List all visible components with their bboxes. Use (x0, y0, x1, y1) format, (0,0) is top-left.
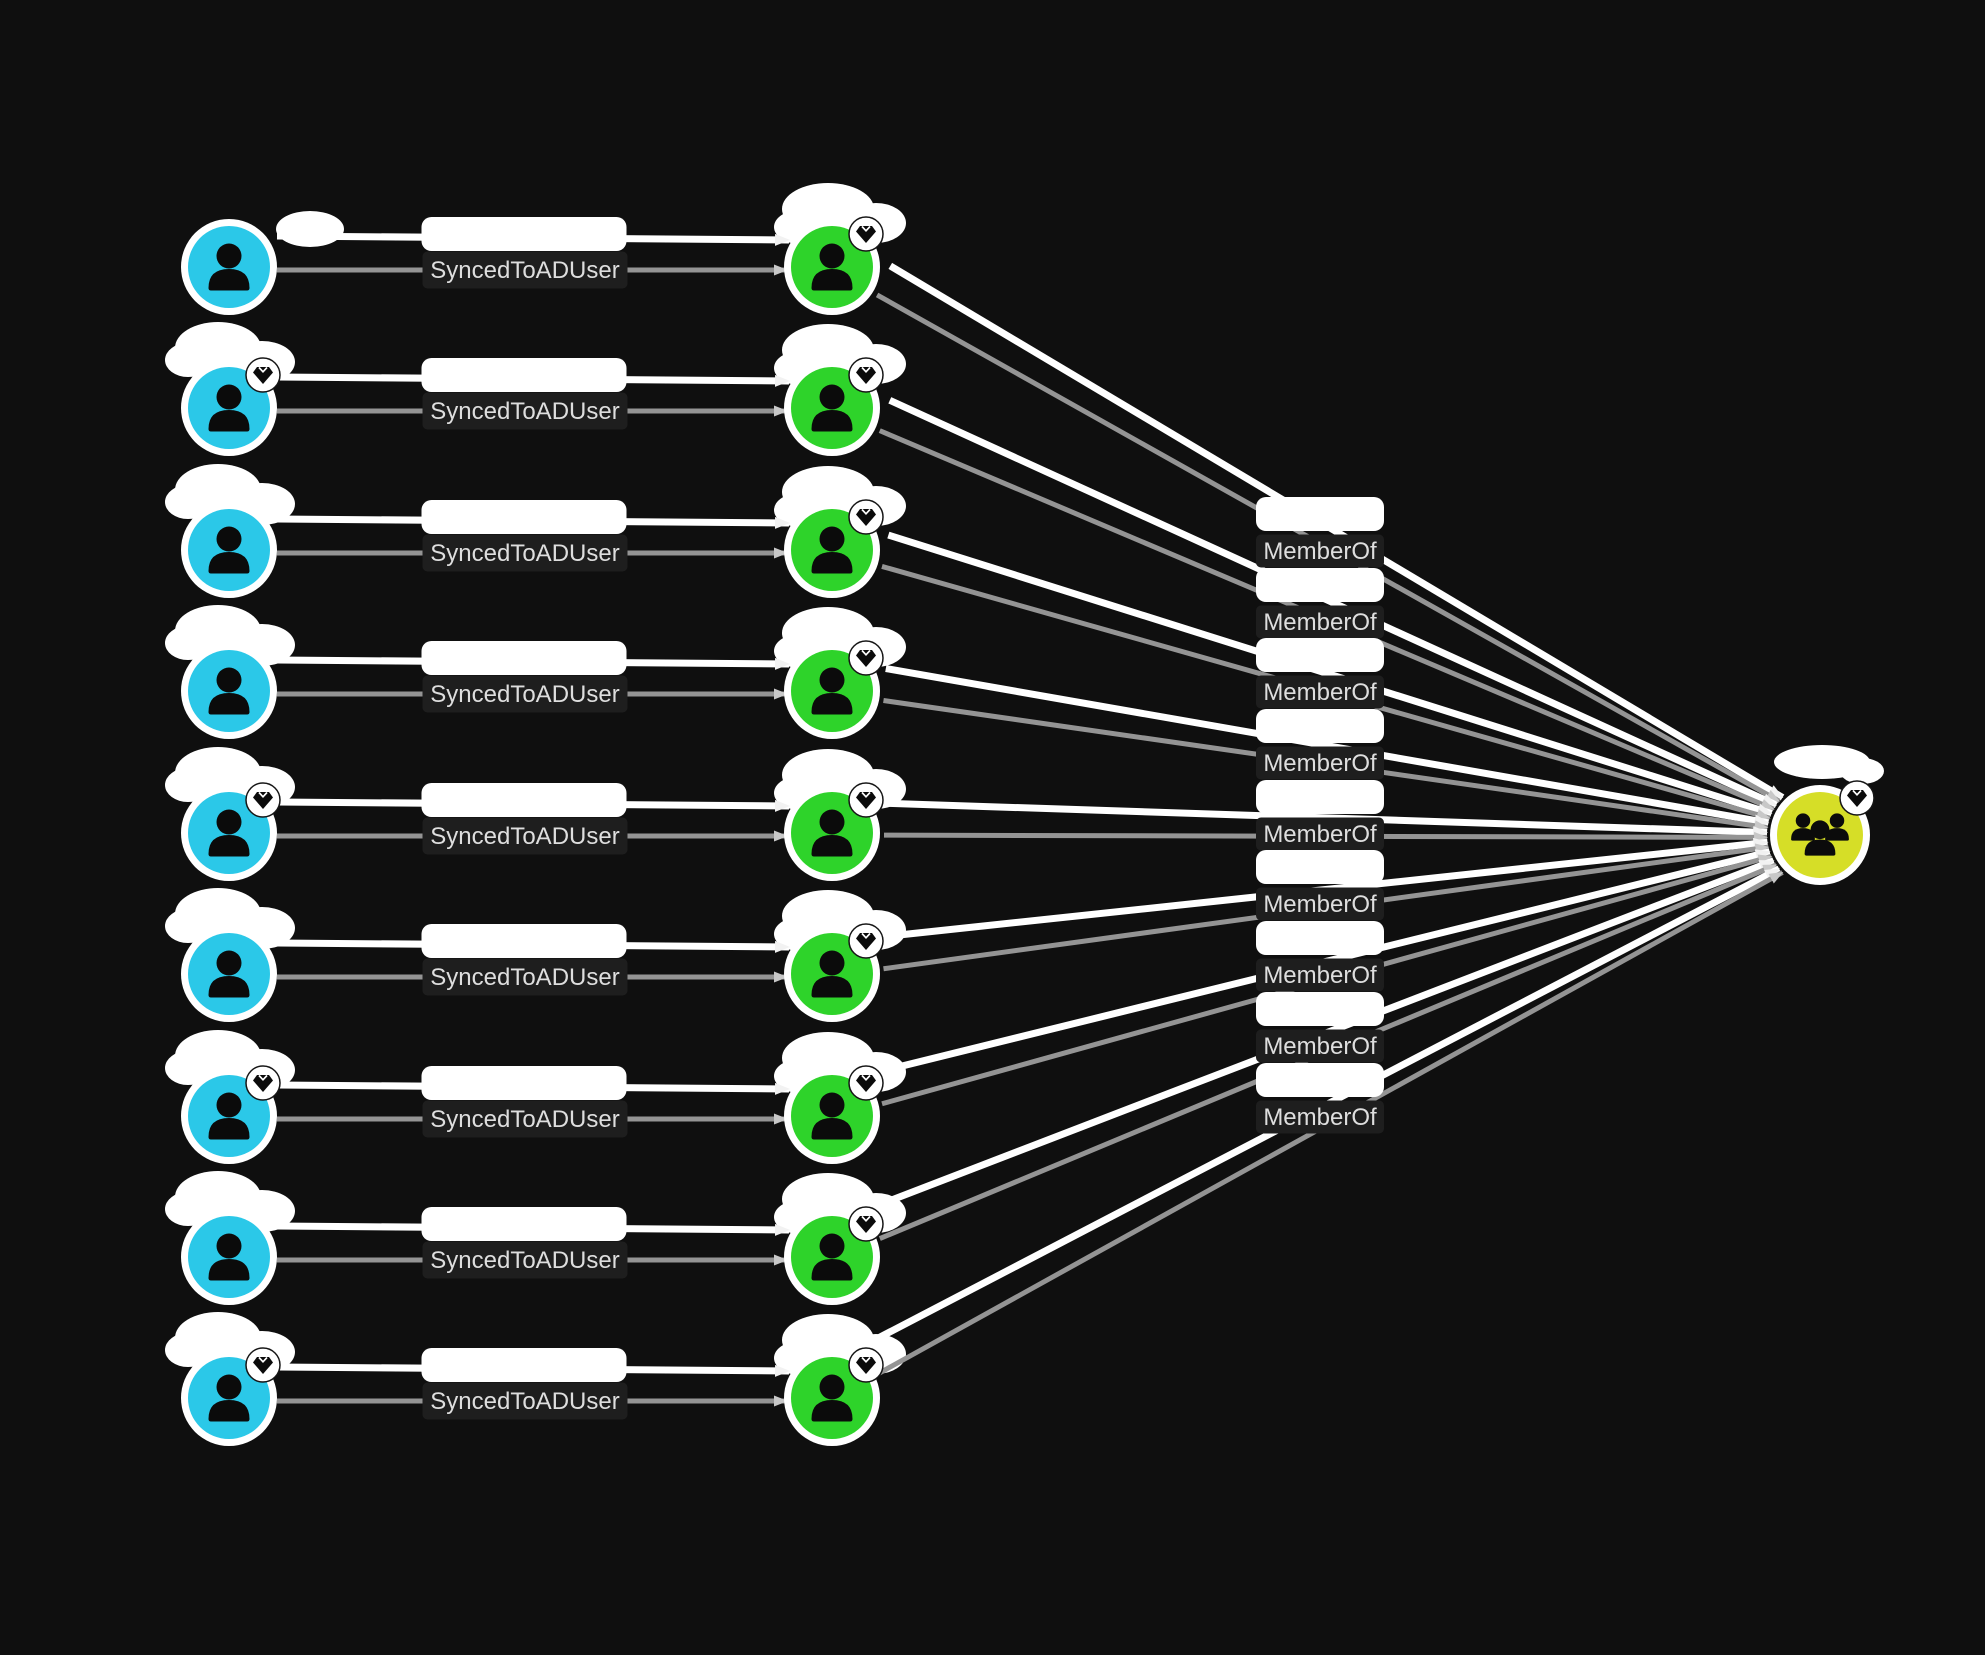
cloud-redaction-azure-1 (276, 211, 344, 247)
synced-edge-label-9-box[interactable] (422, 1382, 628, 1420)
cloud-redaction-azure-3 (165, 485, 211, 519)
memberof-edge-label-9-box[interactable] (1256, 1100, 1384, 1134)
ad-user-node-7-tier-zero-badge (848, 1065, 884, 1101)
ad-user-node-3-tier-zero-badge (848, 499, 884, 535)
memberof-redacted-label-5[interactable] (1256, 780, 1384, 814)
cloud-redaction-azure-6 (165, 909, 211, 943)
azure-user-node-2-tier-zero-badge (245, 357, 281, 393)
memberof-edge-label-5-box[interactable] (1256, 817, 1384, 851)
memberof-edge-label-7-box[interactable] (1256, 958, 1384, 992)
synced-edge-label-5[interactable]: SyncedToADUser (430, 823, 619, 850)
cloud-redaction-azure-2 (165, 343, 211, 377)
synced-edge-label-8[interactable]: SyncedToADUser (430, 1247, 619, 1274)
synced-redacted-label-4[interactable] (421, 641, 627, 675)
azure-user-node-5-tier-zero-badge (245, 782, 281, 818)
memberof-edge-label-8[interactable]: MemberOf (1263, 1033, 1377, 1060)
synced-edge-label-1[interactable]: SyncedToADUser (430, 257, 619, 284)
synced-redacted-label-2[interactable] (421, 358, 627, 392)
synced-edge-label-5-box[interactable] (422, 817, 628, 855)
nodes-layer (181, 216, 1875, 1446)
synced-edge-label-2[interactable]: SyncedToADUser (430, 398, 619, 425)
azure-user-node-4[interactable] (181, 643, 277, 739)
ad-user-node-9-tier-zero-badge (848, 1347, 884, 1383)
ad-user-node-1-tier-zero-badge (848, 216, 884, 252)
memberof-edge-redacted-2[interactable] (888, 397, 1778, 809)
ad-user-node-8-tier-zero-badge (848, 1206, 884, 1242)
cloud-redaction-azure-9 (165, 1333, 211, 1367)
synced-redacted-label-5[interactable] (421, 783, 627, 817)
synced-redacted-label-7[interactable] (421, 1066, 627, 1100)
azure-user-node-3[interactable] (181, 502, 277, 598)
azure-user-node-1[interactable] (181, 219, 277, 315)
ad-user-node-5-tier-zero-badge (848, 782, 884, 818)
memberof-edge-label-7[interactable]: MemberOf (1263, 962, 1377, 989)
memberof-redacted-label-2[interactable] (1256, 568, 1384, 602)
memberof-edge-label-5[interactable]: MemberOf (1263, 821, 1377, 848)
azure-user-node-9-tier-zero-badge (245, 1347, 281, 1383)
memberof-redacted-label-8[interactable] (1256, 992, 1384, 1026)
edge-labels-layer: SyncedToADUserSyncedToADUserSyncedToADUs… (421, 217, 1384, 1420)
synced-edge-label-1-box[interactable] (422, 251, 628, 289)
ad-user-node-6-tier-zero-badge (848, 923, 884, 959)
memberof-edge-label-6[interactable]: MemberOf (1263, 891, 1377, 918)
memberof-edge-label-3-box[interactable] (1256, 675, 1384, 709)
cloud-redaction-azure-4 (165, 626, 211, 660)
memberof-edge-label-1-box[interactable] (1256, 534, 1384, 568)
synced-edge-label-6-box[interactable] (422, 958, 628, 996)
synced-edge-label-2-box[interactable] (422, 392, 628, 430)
azure-user-node-6[interactable] (181, 926, 277, 1022)
memberof-redacted-label-7[interactable] (1256, 921, 1384, 955)
memberof-edge-label-6-box[interactable] (1256, 887, 1384, 921)
synced-redacted-label-1[interactable] (421, 217, 627, 251)
synced-redacted-label-8[interactable] (421, 1207, 627, 1241)
azure-user-node-8[interactable] (181, 1209, 277, 1305)
synced-edge-label-4[interactable]: SyncedToADUser (430, 681, 619, 708)
synced-edge-label-9[interactable]: SyncedToADUser (430, 1388, 619, 1415)
memberof-edge-redacted-4[interactable] (885, 665, 1770, 827)
azure-user-node-7-tier-zero-badge (245, 1065, 281, 1101)
memberof-edge-redacted-3[interactable] (887, 531, 1773, 817)
memberof-redacted-label-6[interactable] (1256, 850, 1384, 884)
memberof-edge-label-9[interactable]: MemberOf (1263, 1104, 1377, 1131)
cloud-redaction-azure-7 (165, 1051, 211, 1085)
memberof-edge-label-8-box[interactable] (1256, 1029, 1384, 1063)
cloud-redaction-azure-8 (165, 1192, 211, 1226)
memberof-edge-label-4[interactable]: MemberOf (1263, 750, 1377, 777)
memberof-edge-label-4-box[interactable] (1256, 746, 1384, 780)
ad-user-node-4-tier-zero-badge (848, 640, 884, 676)
synced-edge-label-3[interactable]: SyncedToADUser (430, 540, 619, 567)
synced-edge-label-8-box[interactable] (422, 1241, 628, 1279)
memberof-edge-label-2[interactable]: MemberOf (1263, 609, 1377, 636)
ad-user-node-2-tier-zero-badge (848, 357, 884, 393)
group-tier-zero-badge (1839, 780, 1875, 816)
synced-edge-label-4-box[interactable] (422, 675, 628, 713)
memberof-edge-redacted-1[interactable] (888, 262, 1785, 801)
synced-redacted-label-6[interactable] (421, 924, 627, 958)
memberof-edge-label-2-box[interactable] (1256, 605, 1384, 639)
cloud-redaction-azure-5 (165, 768, 211, 802)
memberof-edge-label-3[interactable]: MemberOf (1263, 679, 1377, 706)
memberof-edge-label-1[interactable]: MemberOf (1263, 538, 1377, 565)
memberof-redacted-label-4[interactable] (1256, 709, 1384, 743)
ad-user-node-7[interactable] (784, 1068, 880, 1164)
synced-edge-label-3-box[interactable] (422, 534, 628, 572)
cloud-redaction-group (1840, 758, 1884, 784)
synced-redacted-label-3[interactable] (421, 500, 627, 534)
memberof-redacted-label-9[interactable] (1256, 1063, 1384, 1097)
memberof-redacted-label-3[interactable] (1256, 638, 1384, 672)
memberof-redacted-label-1[interactable] (1256, 497, 1384, 531)
synced-edge-label-7[interactable]: SyncedToADUser (430, 1106, 619, 1133)
synced-edge-label-6[interactable]: SyncedToADUser (430, 964, 619, 991)
synced-edge-label-7-box[interactable] (422, 1100, 628, 1138)
synced-redacted-label-9[interactable] (421, 1348, 627, 1382)
